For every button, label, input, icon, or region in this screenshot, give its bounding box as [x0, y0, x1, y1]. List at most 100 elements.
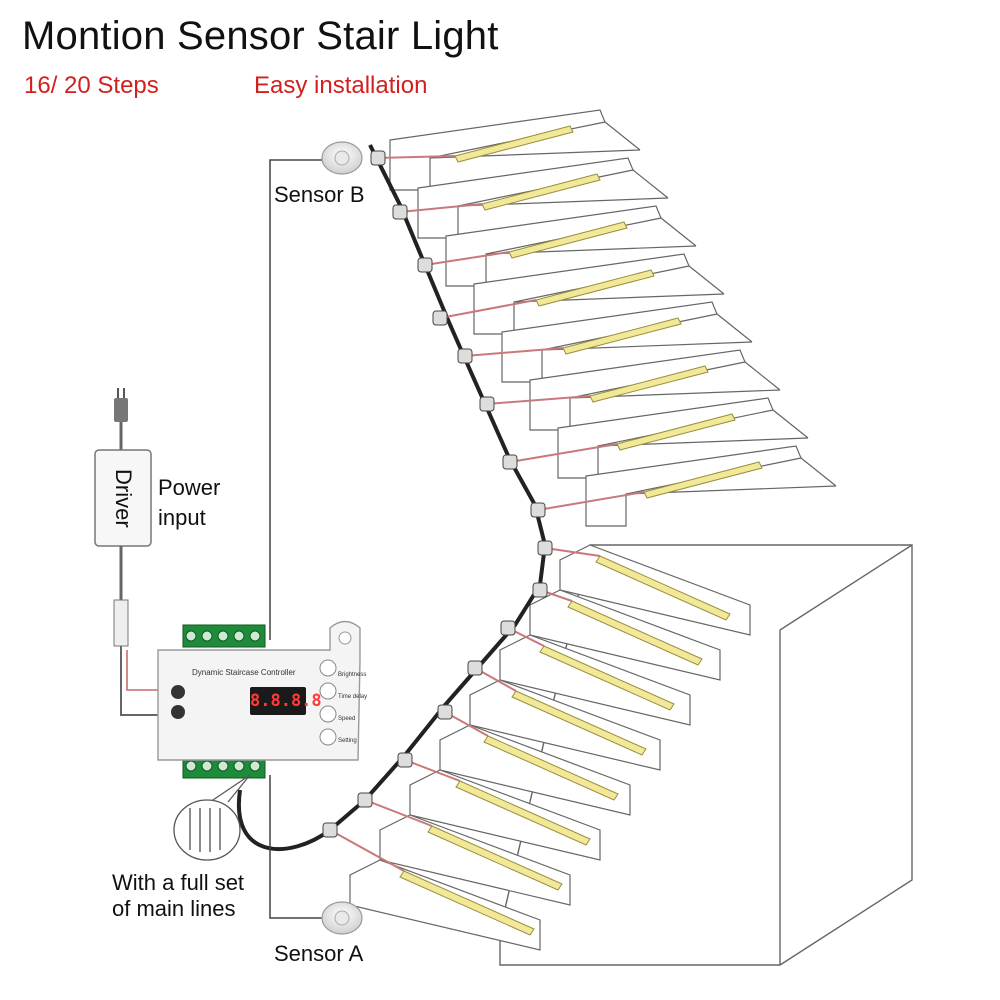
controller-button-labels: Brightness Time delay Speed Setting — [338, 664, 367, 752]
upper-step-edge — [604, 121, 641, 151]
led-wire — [486, 395, 591, 405]
controller-button — [319, 705, 337, 723]
terminal-screw — [233, 630, 245, 642]
page-title: Montion Sensor Stair Light — [22, 14, 499, 58]
led-connector — [530, 502, 546, 518]
main-lines-label-2: of main lines — [112, 896, 236, 921]
upper-step-edge — [716, 313, 753, 343]
led-bar — [481, 173, 601, 211]
subtitle-steps: 16/ 20 Steps — [24, 72, 159, 99]
terminal-screw — [217, 760, 229, 772]
lower-step — [469, 679, 661, 771]
led-wire — [404, 759, 461, 782]
controller-display: 8.8.8.8 — [250, 691, 322, 711]
led-wires — [322, 125, 763, 936]
led-wire — [399, 203, 483, 213]
power-plug — [114, 388, 128, 450]
led-connector — [479, 396, 495, 412]
led-wire — [424, 251, 510, 266]
lower-step — [379, 814, 571, 906]
led-connector — [532, 582, 548, 598]
upper-step-edge — [800, 457, 837, 487]
led-bar — [562, 317, 682, 355]
controller-button — [319, 728, 337, 746]
power-input-label-2: input — [158, 505, 206, 530]
sensor-b-wire — [269, 159, 325, 640]
main-cable — [328, 144, 548, 832]
terminal-screw — [249, 630, 261, 642]
lower-step — [439, 724, 631, 816]
lower-flight-steps — [349, 544, 751, 951]
upper-step-edge — [660, 217, 697, 247]
controller-button — [319, 682, 337, 700]
upper-step-edge — [688, 265, 725, 295]
led-bar — [454, 125, 574, 163]
led-bar — [539, 645, 675, 711]
led-bar — [567, 600, 703, 666]
terminal-screw — [185, 760, 197, 772]
controller-button — [319, 659, 337, 677]
lower-step — [409, 769, 601, 861]
led-bar — [643, 461, 763, 499]
led-connector — [437, 704, 453, 720]
button-label-setting: Setting — [338, 738, 357, 744]
driver-label: Driver — [111, 468, 136, 528]
lower-step — [499, 634, 691, 726]
sensor-b-label: Sensor B — [274, 182, 365, 207]
led-wire — [377, 155, 456, 159]
led-connector — [417, 257, 433, 273]
led-bar — [535, 269, 655, 307]
led-wire — [329, 829, 405, 872]
button-label-brightness: Brightness — [338, 672, 367, 678]
upper-flight-steps — [389, 109, 837, 527]
led-connector — [457, 348, 473, 364]
controller — [157, 620, 361, 779]
led-wire — [464, 347, 564, 357]
sensor-a — [321, 901, 363, 935]
terminal-screw — [185, 630, 197, 642]
led-bar — [399, 870, 535, 936]
terminal-screw — [217, 630, 229, 642]
controller-name: Dynamic Staircase Controller — [192, 668, 296, 677]
led-connector — [397, 752, 413, 768]
driver-box — [94, 449, 158, 716]
led-bar — [589, 365, 709, 403]
subtitle-installation: Easy installation — [254, 72, 428, 99]
sensor-b — [321, 141, 363, 175]
led-wire — [439, 299, 537, 319]
led-connector — [467, 660, 483, 676]
led-bar — [427, 825, 563, 891]
led-wire — [537, 491, 645, 511]
led-connector — [392, 204, 408, 220]
led-bar — [508, 221, 628, 259]
led-wire — [544, 547, 601, 557]
lower-step — [349, 859, 541, 951]
sensor-a-label: Sensor A — [274, 941, 364, 966]
led-bar — [511, 690, 647, 756]
sensor-a-wire — [269, 775, 325, 919]
button-label-time-delay: Time delay — [338, 694, 368, 700]
led-connector — [322, 822, 338, 838]
upper-step-edge — [744, 361, 781, 391]
led-connector — [500, 620, 516, 636]
cable-to-stairs — [236, 789, 332, 851]
main-lines-set — [173, 774, 251, 861]
led-connector — [502, 454, 518, 470]
led-wire — [509, 443, 618, 463]
lower-step — [529, 589, 721, 681]
power-input-label-1: Power — [158, 475, 221, 500]
terminal-screw — [233, 760, 245, 772]
led-bar — [595, 555, 731, 621]
terminal-screw — [249, 760, 261, 772]
led-wire — [364, 799, 433, 827]
led-connector — [537, 540, 553, 556]
led-bar — [483, 735, 619, 801]
upper-step-edge — [772, 409, 809, 439]
led-connector — [357, 792, 373, 808]
led-connector — [432, 310, 448, 326]
led-bar — [616, 413, 736, 451]
main-lines-label-1: With a full set — [112, 870, 245, 895]
button-label-speed: Speed — [338, 716, 356, 722]
terminal-screw — [201, 630, 213, 642]
